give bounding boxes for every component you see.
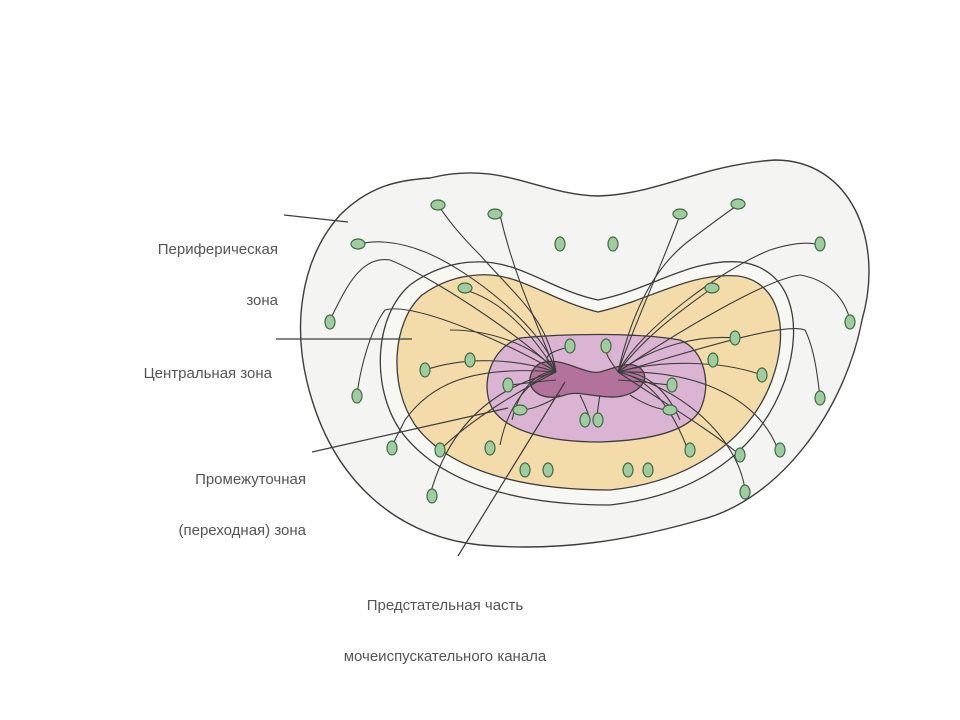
- gland-acinus-icon: [844, 314, 856, 330]
- leader-transitional: [311, 407, 509, 453]
- label-peripheral-line1: Периферическая: [157, 241, 278, 258]
- gland-acinus-icon: [622, 462, 634, 478]
- gland-acinus-icon: [814, 390, 826, 406]
- gland-acinus-icon: [542, 462, 554, 478]
- gland-acinus-icon: [684, 442, 696, 458]
- label-central-line1: Центральная зона: [143, 365, 272, 382]
- gland-acinus-icon: [707, 352, 719, 368]
- gland-acinus-icon: [324, 314, 336, 330]
- label-peripheral-zone: Периферическая зона: [88, 207, 278, 326]
- gland-acinus-icon: [734, 447, 746, 463]
- leader-lines: [276, 214, 566, 557]
- gland-acinus-icon: [512, 404, 528, 416]
- gland-acinus-icon: [730, 198, 746, 210]
- label-urethra-line1: Предстательная часть: [366, 597, 524, 614]
- gland-acinus-icon: [666, 377, 678, 393]
- gland-acinus-icon: [419, 362, 431, 378]
- gland-acinus-icon: [554, 236, 566, 252]
- gland-acinus-icon: [502, 377, 514, 393]
- gland-acinus-icon: [756, 367, 768, 383]
- label-central-zone: Центральная зона: [80, 331, 272, 399]
- gland-acinus-icon: [426, 488, 438, 504]
- gland-acinus-icon: [592, 412, 604, 428]
- gland-acinus-icon: [662, 404, 678, 416]
- label-urethra: Предстательная часть мочеиспускательного…: [300, 563, 590, 682]
- gland-acini: [324, 198, 856, 504]
- gland-acinus-icon: [739, 484, 751, 500]
- gland-acinus-icon: [672, 208, 688, 220]
- leader-peripheral: [283, 214, 349, 223]
- label-peripheral-line2: зона: [246, 292, 278, 309]
- label-transitional-line1: Промежуточная: [195, 471, 306, 488]
- urethra: [529, 360, 646, 398]
- gland-acinus-icon: [434, 442, 446, 458]
- leader-urethra: [457, 381, 566, 557]
- gland-acinus-icon: [464, 352, 476, 368]
- gland-acinus-icon: [564, 338, 576, 354]
- gland-acinus-icon: [484, 440, 496, 456]
- gland-acinus-icon: [579, 412, 591, 428]
- gland-acinus-icon: [350, 238, 366, 250]
- gland-acinus-icon: [386, 440, 398, 456]
- gland-acinus-icon: [487, 208, 503, 220]
- gland-acinus-icon: [351, 388, 363, 404]
- gland-acinus-icon: [457, 282, 473, 294]
- gland-acinus-icon: [774, 442, 786, 458]
- gland-acinus-icon: [600, 338, 612, 354]
- label-transitional-line2: (переходная) зона: [178, 522, 307, 539]
- gland-acinus-icon: [519, 462, 531, 478]
- gland-acinus-icon: [642, 462, 654, 478]
- gland-acinus-icon: [814, 236, 826, 252]
- label-transitional-zone: Промежуточная (переходная) зона: [100, 437, 307, 556]
- gland-acinus-icon: [729, 330, 741, 346]
- gland-acinus-icon: [607, 236, 619, 252]
- gland-acinus-icon: [430, 199, 446, 211]
- label-urethra-line2: мочеиспускательного канала: [343, 648, 547, 665]
- gland-acinus-icon: [704, 282, 720, 294]
